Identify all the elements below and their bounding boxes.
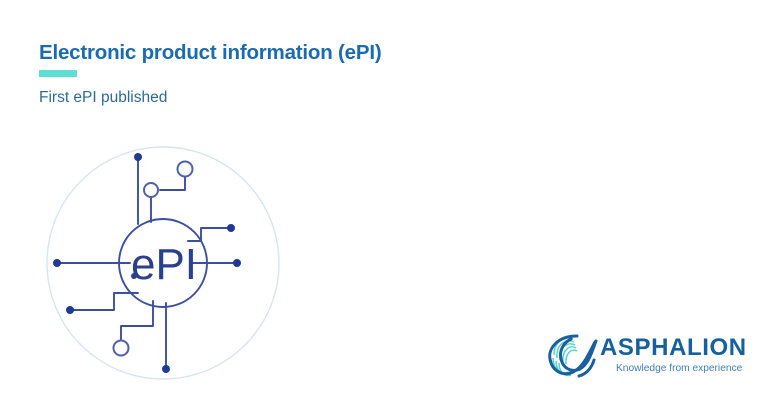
page-subtitle: First ePI published <box>39 88 168 106</box>
circuit-traces <box>59 157 235 367</box>
epi-center-label: ePI <box>131 240 197 289</box>
logo-tagline: Knowledge from experience <box>616 363 743 374</box>
epi-leading-dot <box>131 273 137 279</box>
title-accent-rule <box>39 69 77 77</box>
hollow-nodes <box>112 160 194 357</box>
dna-helix-icon <box>548 334 598 378</box>
asphalion-logo: ASPHALION Knowledge from experience <box>543 327 748 385</box>
page-title: Electronic product information (ePI) <box>39 41 382 64</box>
logo-wordmark: ASPHALION <box>600 334 747 361</box>
outer-ring <box>46 146 280 380</box>
header-block: Electronic product information (ePI) Fir… <box>39 41 559 107</box>
hub-circle <box>118 218 208 308</box>
filled-nodes <box>53 153 241 373</box>
epi-circuit-graphic: ePI <box>38 138 288 388</box>
